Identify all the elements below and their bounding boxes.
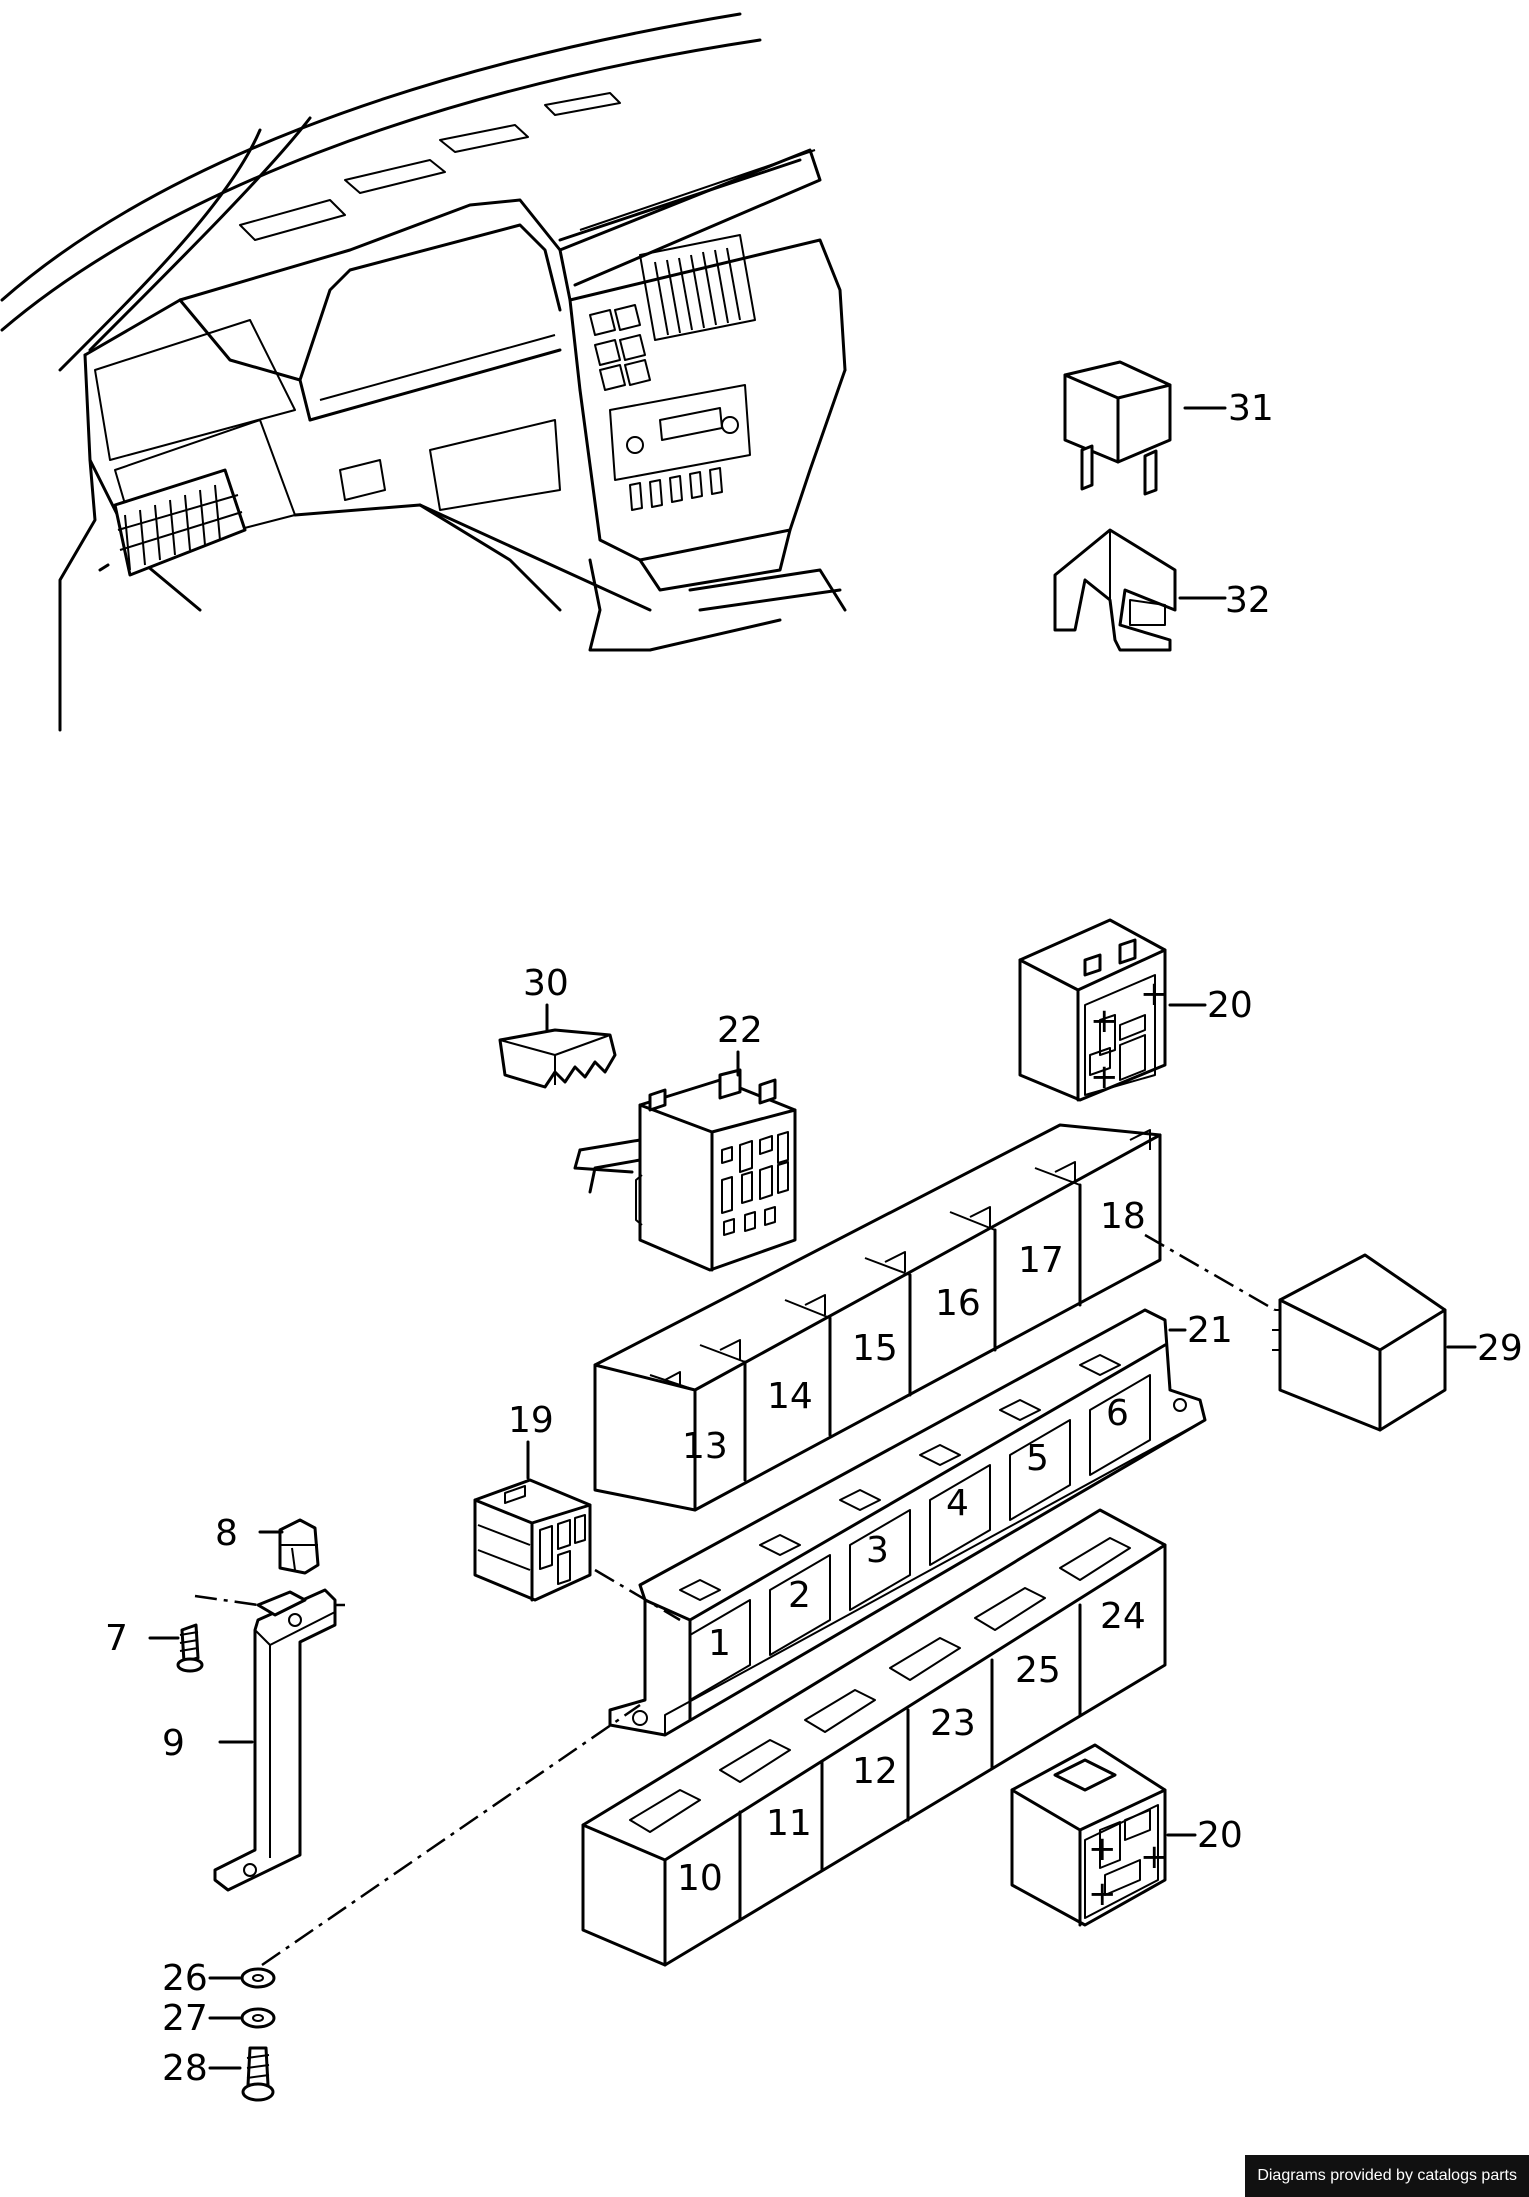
relay-20-top: + + + bbox=[1018, 918, 1169, 1102]
callout-1: 1 bbox=[708, 1623, 731, 1664]
callout-20-top: 20 bbox=[1207, 985, 1253, 1026]
relay-row-bottom bbox=[581, 1508, 1167, 1967]
callout-32: 32 bbox=[1225, 580, 1271, 621]
washer-26 bbox=[240, 1967, 276, 1989]
connector-block-22 bbox=[573, 1068, 797, 1272]
callout-30: 30 bbox=[523, 963, 569, 1004]
clip-32 bbox=[1053, 528, 1177, 652]
relay-29 bbox=[1272, 1253, 1447, 1432]
callout-9: 12 bbox=[852, 1751, 898, 1792]
bracket-23 bbox=[213, 1588, 337, 1892]
svg-text:+: + bbox=[1140, 1837, 1169, 1877]
callout-12: 24 bbox=[1100, 1596, 1146, 1637]
callout-20-bottom: 20 bbox=[1197, 1815, 1243, 1856]
screw-25 bbox=[176, 1623, 204, 1673]
relay-carrier-21 bbox=[608, 1308, 1207, 1737]
callout-26: 26 bbox=[162, 1958, 208, 1999]
callout-10: 23 bbox=[930, 1703, 976, 1744]
callout-8: 11 bbox=[766, 1803, 812, 1844]
clip-nut-24 bbox=[278, 1518, 320, 1575]
callout-5: 5 bbox=[1026, 1438, 1049, 1479]
callout-6: 6 bbox=[1106, 1393, 1129, 1434]
svg-text:+: + bbox=[1140, 974, 1169, 1014]
relay-row-top bbox=[593, 1123, 1162, 1512]
callout-22: 22 bbox=[717, 1010, 763, 1051]
callout-27: 27 bbox=[162, 1998, 208, 2039]
diagram-credit: Diagrams provided by catalogs parts bbox=[1245, 2155, 1529, 2197]
svg-text:+: + bbox=[1088, 1829, 1117, 1869]
callout-13: 13 bbox=[682, 1426, 728, 1467]
part-30 bbox=[498, 1028, 617, 1089]
callout-29: 29 bbox=[1477, 1328, 1523, 1369]
svg-text:+: + bbox=[1090, 1057, 1119, 1097]
washer-27 bbox=[240, 2007, 276, 2029]
callout-7: 10 bbox=[677, 1858, 723, 1899]
callout-19: 19 bbox=[508, 1400, 554, 1441]
callout-28: 28 bbox=[162, 2048, 208, 2089]
dash-fuse-block bbox=[98, 468, 247, 577]
callout-3: 3 bbox=[866, 1530, 889, 1571]
connector-19 bbox=[473, 1478, 592, 1602]
screw-28 bbox=[241, 2046, 275, 2102]
callout-2: 2 bbox=[788, 1575, 811, 1616]
callout-11: 25 bbox=[1015, 1650, 1061, 1691]
callout-15: 15 bbox=[852, 1328, 898, 1369]
callout-14: 14 bbox=[767, 1376, 813, 1417]
relay-20-bottom: + + + bbox=[1010, 1743, 1169, 1927]
callout-21: 21 bbox=[1187, 1310, 1233, 1351]
relay-31 bbox=[1063, 360, 1172, 496]
callout-16: 16 bbox=[935, 1283, 981, 1324]
callout-24: 8 bbox=[215, 1513, 238, 1554]
callout-17: 17 bbox=[1018, 1240, 1064, 1281]
callout-4: 4 bbox=[946, 1483, 969, 1524]
svg-text:+: + bbox=[1088, 1874, 1117, 1914]
svg-text:+: + bbox=[1090, 1001, 1119, 1041]
callout-31: 31 bbox=[1228, 388, 1274, 429]
dashboard-illustration bbox=[0, 12, 847, 732]
callout-25: 7 bbox=[105, 1618, 128, 1659]
callout-18: 18 bbox=[1100, 1196, 1146, 1237]
callout-23: 9 bbox=[162, 1723, 185, 1764]
